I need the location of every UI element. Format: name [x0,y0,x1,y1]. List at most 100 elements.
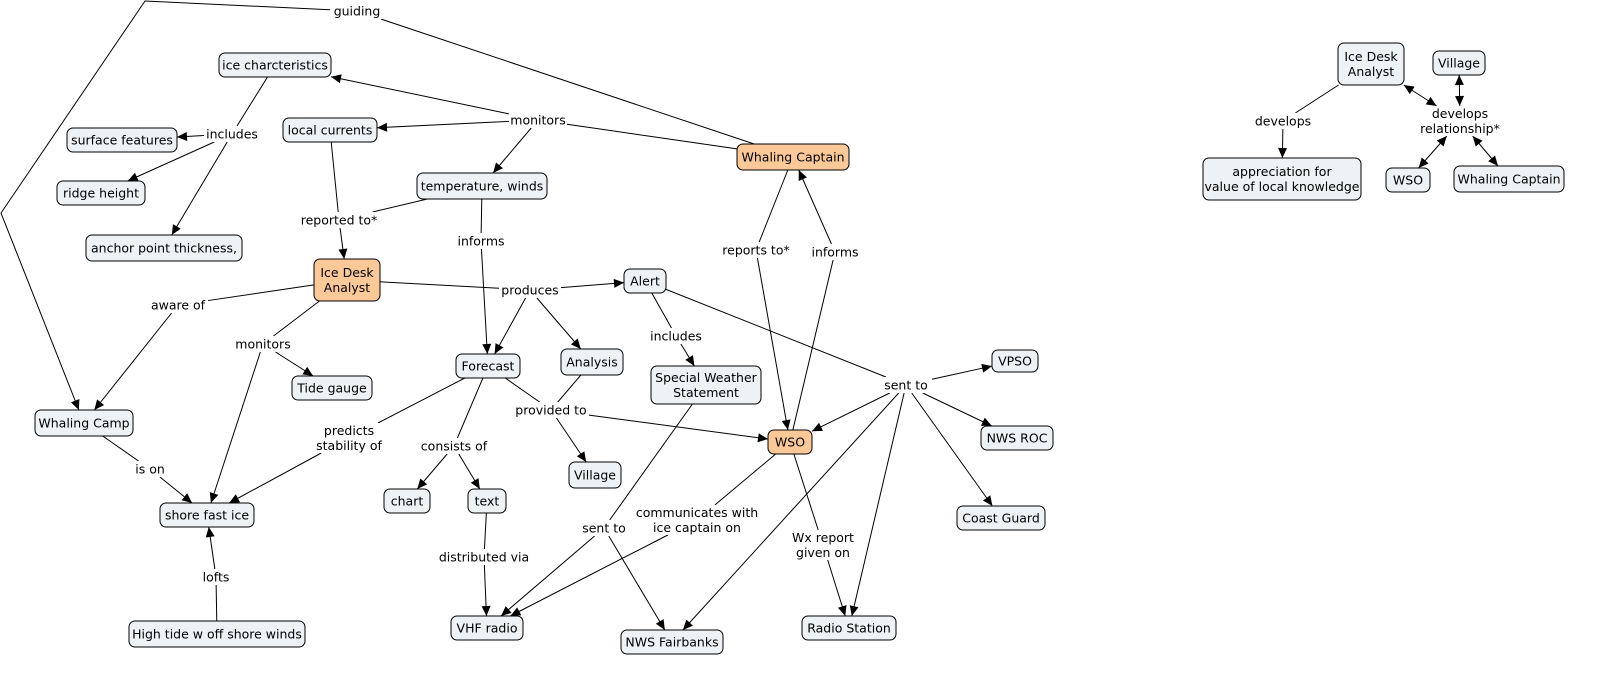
edge-sent_to2-to-nws_fbk [608,535,666,631]
label-background [789,530,857,560]
text-line: develops [1432,106,1488,121]
node-box [66,127,178,153]
arrowhead-sent_to2-to-vhf [501,606,512,616]
edges-layer [0,0,1499,631]
concept-node-anchor[interactable]: anchor point thickness, [85,234,243,262]
arrowhead-wx_report-to-radio [837,605,847,616]
edge-wso-to-wx_report [793,453,819,531]
arrowhead-develops_rel-to-village2 [1454,75,1464,86]
edge-text-to-distributed [483,512,487,550]
edge-produces-to-alert [560,282,625,289]
concept-node-ridge[interactable]: ridge height [56,180,146,206]
link-label-is-on: is on [131,461,169,477]
edge-produces-to-analysis [536,297,582,350]
text-line: guiding [334,4,381,19]
text-line: VHF radio [457,621,518,636]
text-line: communicates with [636,505,758,520]
label-background [880,377,932,393]
edge-produces-to-forecast [494,297,527,355]
concept-node-nws-fbk[interactable]: NWS Fairbanks [620,629,724,655]
text-line: WSO [1393,173,1423,188]
link-label-monitors1: monitors [509,112,567,128]
text-line: reported to* [301,213,378,228]
arrowhead-monitors1-to-local_cur [377,122,388,132]
arrowhead-communicates-to-vhf [510,607,522,616]
edge-forecast-to-consists_of [456,377,484,439]
concept-node-text[interactable]: text [467,488,507,514]
arrowhead-monitors2-to-shore [209,492,219,503]
edge-analysis-to-provided_to [557,374,582,403]
concept-node-camp[interactable]: Whaling Camp [34,409,134,437]
concept-node-nws-roc[interactable]: NWS ROC [980,425,1054,451]
concept-node-whaling-capt2[interactable]: Whaling Captain [1453,165,1565,193]
edge-sent_to1-to-wso [811,392,890,432]
text-line: Tide gauge [296,381,367,396]
text-line: monitors [235,337,290,352]
label-background [309,423,389,453]
text-line: Analyst [1348,64,1395,79]
concept-node-chart[interactable]: chart [383,488,431,514]
concept-node-vhf[interactable]: VHF radio [450,615,524,641]
arrowhead-develops_rel-to-wso2 [1418,157,1429,168]
text-line: produces [501,283,558,298]
arrowhead-sent_to1-to-coast [982,495,993,506]
concept-node-vpso[interactable]: VPSO [991,349,1039,373]
concept-node-wso2[interactable]: WSO [1385,167,1431,193]
text-line: chart [391,494,424,509]
text-line: Special Weather [655,370,758,385]
concept-node-forecast[interactable]: Forecast [455,353,521,379]
text-line: Whaling Captain [1458,172,1561,187]
arrowhead-sent_to1-to-vpso [981,363,992,373]
concept-node-surface[interactable]: surface features [66,127,178,153]
concept-node-temp[interactable]: temperature, winds [416,172,548,200]
text-line: Radio Station [807,621,891,636]
edge-local_cur-to-reported_to [330,141,339,213]
concept-node-radio[interactable]: Radio Station [801,615,897,641]
text-line: Ice Desk [1344,49,1398,64]
link-label-consists-of: consists of [418,438,490,454]
text-line: includes [650,329,702,344]
concept-node-village1[interactable]: Village [568,461,622,489]
text-line: WSO [775,435,805,450]
concept-node-analysis[interactable]: Analysis [560,348,624,376]
concept-node-tide[interactable]: Tide gauge [291,375,373,401]
concept-node-alert[interactable]: Alert [623,268,667,294]
text-line: text [475,494,500,509]
concept-node-wso[interactable]: WSO [767,429,813,455]
link-label-reports-to: reports to* [720,242,792,258]
concept-node-hightide[interactable]: High tide w off shore winds [128,620,306,648]
arrowhead-provided_to-to-village1 [576,451,587,462]
arrowhead-monitors2-to-tide [302,366,314,376]
concept-node-shore[interactable]: shore fast ice [159,502,255,528]
arrowhead-predicts-to-shore [229,494,241,503]
link-label-aware-of: aware of [148,297,208,313]
edge-reports_to-to-wso [756,257,789,431]
text-line: shore fast ice [165,508,249,523]
arrowhead-develops-to-appreciation [1278,147,1288,158]
concept-node-whaling-capt[interactable]: Whaling Captain [736,143,850,171]
concept-node-ice-char[interactable]: ice charcteristics [218,52,332,78]
text-line: Whaling Camp [38,416,129,431]
arrowhead-consists_of-to-text [470,478,480,489]
link-label-reported-to: reported to* [299,212,379,228]
arrowhead-distributed-to-vhf [481,605,491,616]
node-box [416,172,548,200]
node-box [650,365,762,405]
concept-node-coast[interactable]: Coast Guard [956,505,1046,531]
node-box [980,425,1054,451]
concept-node-village2[interactable]: Village [1432,50,1486,76]
label-background [234,336,292,352]
concept-node-local-cur[interactable]: local currents [282,117,378,143]
text-line: Ice Desk [320,265,374,280]
label-background [148,297,208,313]
text-line: sent to [582,521,626,536]
node-box [991,349,1039,373]
edge-sent_to1-to-vpso [931,365,993,380]
